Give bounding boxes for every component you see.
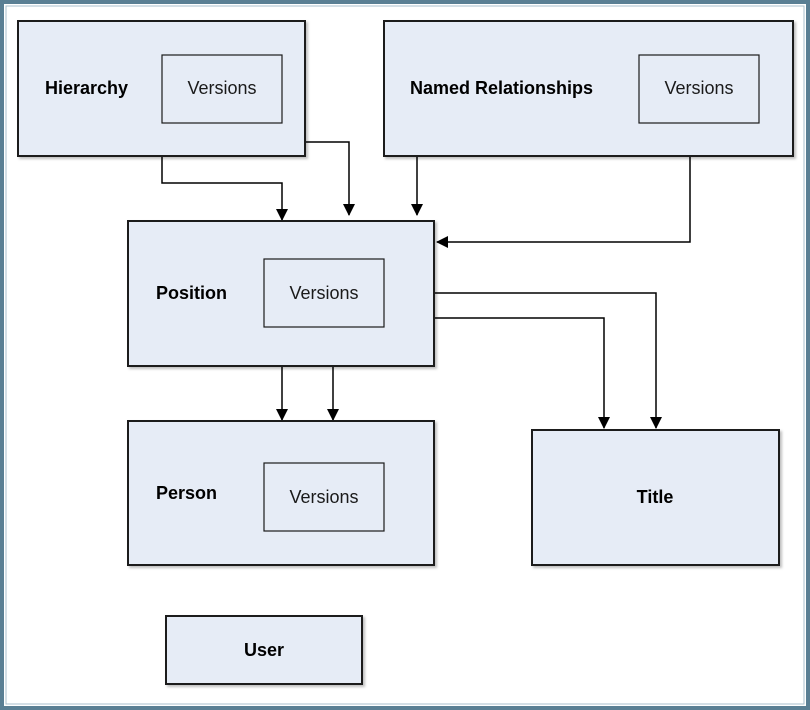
person-versions-box[interactable]: Versions [263, 462, 385, 532]
title-entity[interactable]: Title [531, 429, 780, 566]
connector-named-relationships-versions-to-position [436, 123, 691, 248]
named-relationships-versions-label: Versions [664, 78, 733, 98]
person-entity[interactable]: Person Versions [127, 420, 435, 566]
named-relationships-versions-box[interactable]: Versions [638, 54, 760, 124]
connectors [161, 123, 691, 429]
position-entity[interactable]: Position Versions [127, 220, 435, 367]
position-versions-box[interactable]: Versions [263, 258, 385, 328]
position-versions-label: Versions [289, 283, 358, 303]
user-entity[interactable]: User [165, 615, 363, 685]
connector-position-to-title [434, 292, 662, 429]
position-label: Position [156, 283, 227, 303]
title-label: Title [637, 487, 674, 507]
person-label: Person [156, 483, 217, 503]
connector-hierarchy-to-position [161, 156, 288, 221]
named-relationships-label: Named Relationships [410, 78, 593, 98]
hierarchy-versions-box[interactable]: Versions [161, 54, 283, 124]
hierarchy-versions-label: Versions [187, 78, 256, 98]
hierarchy-entity[interactable]: Hierarchy Versions [17, 20, 306, 157]
hierarchy-label: Hierarchy [45, 78, 128, 98]
named-relationships-entity[interactable]: Named Relationships Versions [383, 20, 794, 157]
connector-position-versions-to-title [383, 317, 610, 429]
frame-inner-border [5, 5, 805, 705]
person-versions-label: Versions [289, 487, 358, 507]
user-label: User [244, 640, 284, 660]
